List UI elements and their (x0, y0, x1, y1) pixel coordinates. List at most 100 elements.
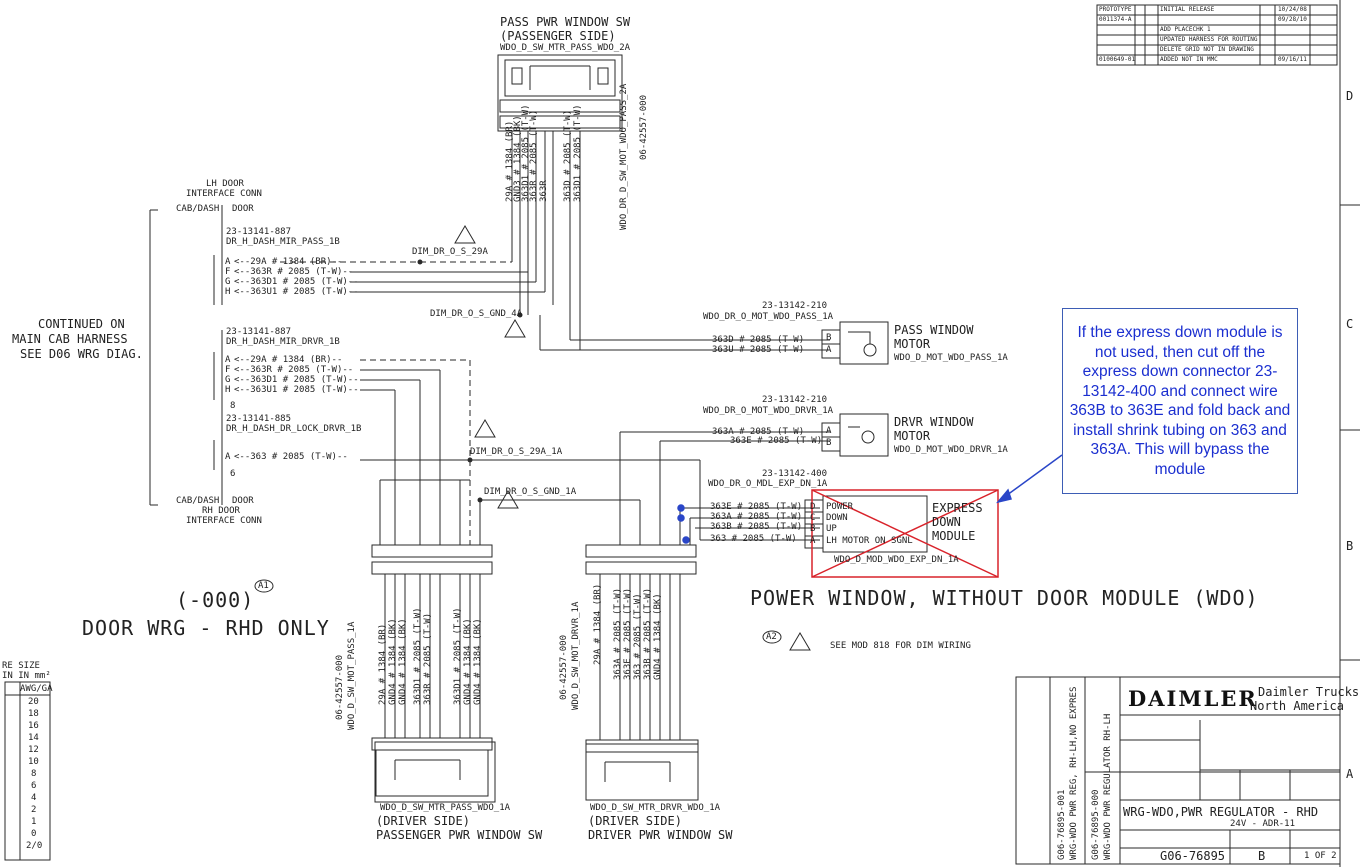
title-side-label: G06-76895-001 (1057, 789, 1067, 860)
wire-size-value: 20 (28, 697, 39, 707)
pass-switch-wire: 363D # 2085 (T-W) (563, 109, 573, 202)
express-title: MODULE (932, 529, 976, 543)
rev-cell: 10/24/08 (1278, 6, 1307, 13)
lh-pin: G (225, 277, 231, 287)
pass-sw-wire: GND4 # 1384 (BK) (463, 618, 473, 705)
drawing-title: WRG-WDO,PWR REGULATOR - RHD (1123, 805, 1319, 819)
drvr-sw-wire: 363B # 2085 (T-W) (643, 587, 653, 680)
express-conn2: WDO_D_MOD_WDO_EXP_DN_1A (834, 555, 959, 565)
express-pin: A (810, 536, 816, 546)
drvr-motor-connector: WDO_DR_O_MOT_WDO_DRVR_1A (703, 406, 834, 416)
drvr-motor-title: DRVR WINDOW (894, 415, 974, 429)
drawing-sub: 24V - ADR-11 (1230, 819, 1296, 829)
door-label: DOOR (232, 204, 254, 214)
pass-switch-wire: 363R # 2085 (T-W) (529, 109, 539, 202)
lh-wire: <--363U1 # 2085 (T-W)-- (234, 287, 359, 297)
drvr-sw-conn: WDO_D_SW_MOT_DRVR_1A (571, 601, 581, 710)
lh-door-subtitle: INTERFACE CONN (186, 189, 262, 199)
express-function: POWER (826, 502, 854, 512)
wire-size-value: 6 (31, 781, 37, 791)
rev-cell: ADD PLACECHK 1 (1160, 26, 1211, 33)
drvr-pin: H (225, 385, 231, 395)
express-part: 23-13142-400 (762, 469, 828, 479)
drvr-pin: F (225, 365, 231, 375)
callout-arrow (677, 454, 1063, 544)
wire-size-value: 1 (31, 817, 37, 827)
rev-cell: ADDED NOT IN MMC (1160, 56, 1218, 63)
lh-wire: <--29A # 1384 (BR)-- (234, 257, 343, 267)
lh-wire: <--363D1 # 2085 (T-W)-- (234, 277, 359, 287)
rev-cell: 0100649-01 (1099, 56, 1136, 63)
zone-letter: D (1346, 89, 1354, 103)
note-text: SEE MOD 818 FOR DIM WIRING (830, 641, 971, 651)
pass-motor-title: PASS WINDOW (894, 323, 974, 337)
wire-size-value: 2/0 (26, 841, 43, 851)
door-wrg-label: DOOR WRG - RHD ONLY (82, 616, 330, 640)
lock-wire: <--363 # 2085 (T-W)-- (234, 452, 348, 462)
rh-door-subtitle: INTERFACE CONN (186, 516, 262, 526)
lh-door-title: LH DOOR (206, 179, 244, 189)
pass-sw-wire: 29A # 1384 (BR) (378, 623, 388, 705)
express-pin: C (810, 513, 816, 523)
lh-pin: H (225, 287, 231, 297)
pass-sw-wire: GND4 # 1384 (BK) (388, 618, 398, 705)
express-function: UP (826, 524, 837, 534)
drvr-motor-conn2: WDO_D_MOT_WDO_DRVR_1A (894, 445, 1008, 455)
express-pin: B (810, 524, 816, 534)
drvr-interface-connector: DR_H_DASH_MIR_DRVR_1B (226, 337, 340, 347)
lock-conn-connector: DR_H_DASH_DR_LOCK_DRVR_1B (226, 424, 362, 434)
pass-motor-part: 23-13142-210 (762, 301, 828, 311)
pass-motor-conn2: WDO_D_MOT_WDO_PASS_1A (894, 353, 1008, 363)
rh-door-title: RH DOOR (202, 506, 240, 516)
splice-label: DIM_DR_O_S_29A (412, 247, 488, 257)
drvr-sw-wire: GND4 # 1384 (BK) (653, 593, 663, 680)
wire-size-title: RE SIZE (2, 661, 40, 671)
title-side-label: WRG-WDO PWR REGULATOR RH-LH (1103, 713, 1113, 860)
rev-cell: INITIAL RELEASE (1160, 6, 1215, 13)
express-wire: 363E # 2085 (T-W) (710, 502, 803, 512)
door-label: DOOR (232, 496, 254, 506)
express-pin: D (810, 502, 816, 512)
pass-switch-connector: WDO_D_SW_MTR_PASS_WDO_2A (500, 43, 631, 53)
wire-size-value: 10 (28, 757, 39, 767)
drvr-sw-wire: 363 # 2085 (T-W) (633, 593, 643, 680)
variant-code: (-000) (176, 588, 255, 612)
drvr-motor-part: 23-13142-210 (762, 395, 828, 405)
drvr-sw-side: (DRIVER SIDE) (588, 814, 682, 828)
pass-motor-pin: B (826, 333, 832, 343)
pass-motor-wire: 363U # 2085 (T-W) (712, 345, 805, 355)
pass-motor-subtitle: MOTOR (894, 337, 931, 351)
splice-label: DIM_DR_O_S_GND_4A (430, 309, 523, 319)
wire-size-subtitle: IN IN mm² (2, 671, 51, 681)
drvr-pin: A (225, 355, 231, 365)
wire-size-value: 18 (28, 709, 39, 719)
wire-size-value: 14 (28, 733, 39, 743)
drvr-wire: <--363R # 2085 (T-W)-- (234, 365, 354, 375)
lh-pin: A (225, 257, 231, 267)
pass-switch-part: 06-42557-000 (639, 94, 649, 160)
drvr-motor-wire: 363A # 2085 (T-W) (712, 427, 805, 437)
continued-line: MAIN CAB HARNESS (12, 332, 128, 346)
drvr-sw-part: 06-42557-000 (559, 634, 569, 700)
rev-cell: 09/16/11 (1278, 56, 1307, 63)
drvr-wire: <--29A # 1384 (BR)-- (234, 355, 343, 365)
lock-pin: A (225, 452, 231, 462)
drvr-motor-pin: A (826, 426, 832, 436)
pass-switch-wire: 363R (539, 180, 549, 202)
title-side-label: G06-76895-000 (1091, 789, 1101, 860)
express-title: EXPRESS (932, 501, 983, 515)
lh-wire: <--363R # 2085 (T-W)-- (234, 267, 354, 277)
pass-sw-conn: WDO_D_SW_MOT_PASS_1A (347, 621, 357, 730)
drawing-number: G06-76895 (1160, 849, 1226, 863)
pass-sw-wire: 363R # 2085 (T-W) (423, 612, 433, 705)
zone-letter: A (1346, 767, 1354, 781)
drvr-wire: <--363U1 # 2085 (T-W)-- (234, 385, 359, 395)
drvr-motor-pin: B (826, 438, 832, 448)
continued-line: CONTINUED ON (38, 317, 125, 331)
pass-sw-title: PASSENGER PWR WINDOW SW (376, 828, 543, 842)
drvr-motor-subtitle: MOTOR (894, 429, 931, 443)
wire-size-value: 4 (31, 793, 37, 803)
cab-dash-label: CAB/DASH (176, 496, 220, 506)
drvr-pin-8: 8 (230, 401, 236, 411)
